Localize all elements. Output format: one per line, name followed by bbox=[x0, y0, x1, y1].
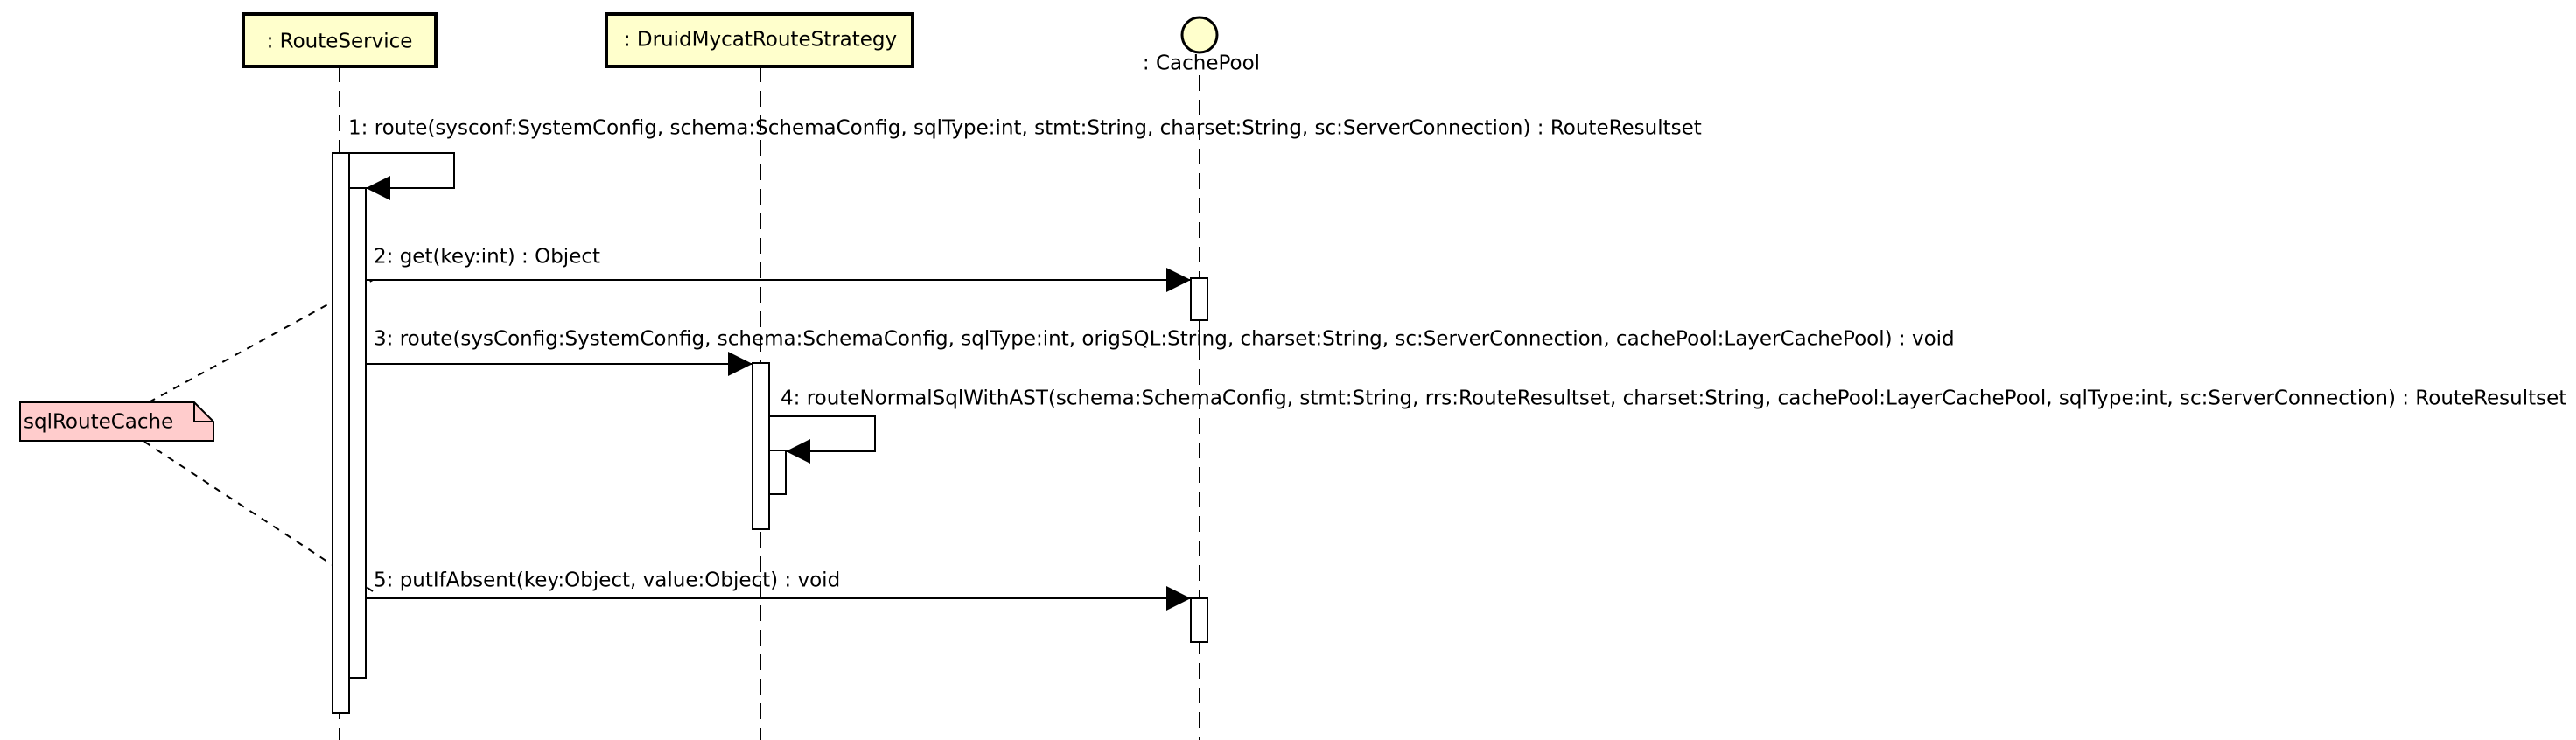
note-fold bbox=[193, 402, 214, 422]
participant-label: : RouteService bbox=[267, 31, 413, 53]
activation-bar bbox=[1190, 597, 1208, 643]
message-label: 1: route(sysconf:SystemConfig, schema:Sc… bbox=[348, 117, 1702, 140]
message-arrow bbox=[769, 415, 876, 464]
message-2[interactable]: 2: get(key:int) : Object bbox=[366, 246, 1191, 292]
activation-bar bbox=[348, 187, 367, 679]
participant-label: : CachePool bbox=[1143, 52, 1260, 75]
participant-box bbox=[242, 12, 438, 68]
note-shape bbox=[19, 401, 214, 442]
message-label: 4: routeNormalSqlWithAST(schema:SchemaCo… bbox=[780, 387, 2566, 410]
activation-bar bbox=[768, 450, 787, 495]
message-4[interactable]: 4: routeNormalSqlWithAST(schema:SchemaCo… bbox=[769, 387, 2566, 464]
message-arrow bbox=[349, 152, 455, 200]
message-label: 3: route(sysConfig:SystemConfig, schema:… bbox=[374, 328, 1955, 351]
activation-bar bbox=[332, 152, 350, 714]
note-text: sqlRouteCache bbox=[24, 411, 173, 434]
message-label: 5: putIfAbsent(key:Object, value:Object)… bbox=[374, 569, 840, 592]
message-1[interactable]: 1: route(sysconf:SystemConfig, schema:Sc… bbox=[348, 117, 1702, 200]
participant-box bbox=[605, 12, 914, 68]
message-5[interactable]: 5: putIfAbsent(key:Object, value:Object)… bbox=[366, 569, 1191, 611]
activation-bar bbox=[752, 362, 770, 530]
participant-routeservice[interactable]: : RouteService bbox=[242, 12, 438, 68]
participant-label: : DruidMycatRouteStrategy bbox=[624, 29, 897, 52]
message-3[interactable]: 3: route(sysConfig:SystemConfig, schema:… bbox=[366, 328, 1955, 376]
entity-circle-icon bbox=[1180, 16, 1219, 54]
participant-cachepool[interactable]: : CachePool bbox=[1143, 16, 1260, 75]
activation-bar bbox=[1190, 277, 1208, 321]
note-sqlroutecache[interactable]: sqlRouteCache bbox=[19, 401, 214, 442]
message-label: 2: get(key:int) : Object bbox=[374, 246, 600, 269]
participant-druidmycatroutestrategy[interactable]: : DruidMycatRouteStrategy bbox=[605, 12, 914, 68]
